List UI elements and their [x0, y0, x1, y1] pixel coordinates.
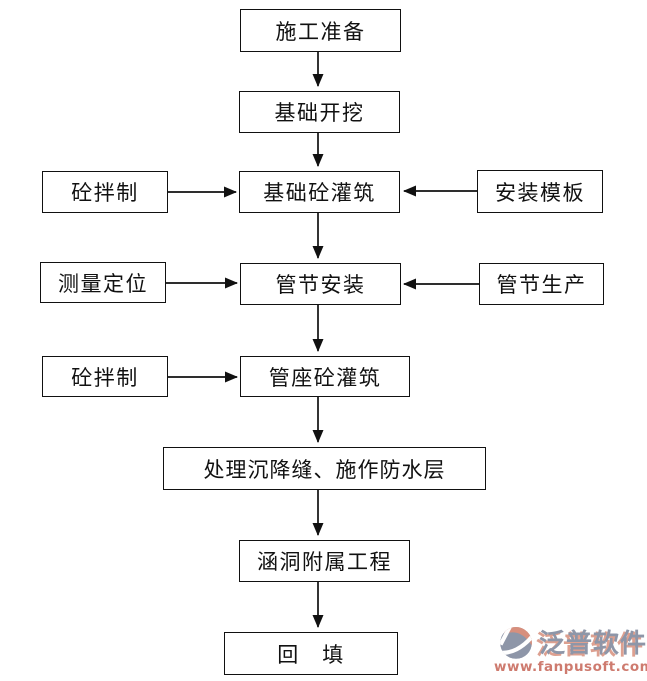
- flow-node-pipe-seat-concrete-pouring: 管座砼灌筑: [240, 356, 410, 397]
- node-label: 砼拌制: [71, 365, 139, 390]
- brand-watermark: 泛普软件 www.fanpusoft.com: [494, 625, 647, 677]
- node-label: 安装模板: [495, 180, 585, 205]
- flow-node-culvert-auxiliary-works: 涵洞附属工程: [239, 540, 410, 582]
- node-label: 测量定位: [58, 271, 148, 296]
- node-label: 基础开挖: [274, 101, 365, 125]
- node-label: 砼拌制: [71, 181, 139, 205]
- flow-node-construction-preparation: 施工准备: [240, 9, 401, 52]
- brand-url: www.fanpusoft.com: [494, 659, 647, 675]
- node-label: 涵洞附属工程: [257, 550, 392, 574]
- node-label: 管座砼灌筑: [268, 365, 382, 390]
- flow-node-survey-positioning: 测量定位: [40, 262, 166, 303]
- flow-node-pipe-section-production: 管节生产: [479, 263, 604, 305]
- node-label: 管节安装: [275, 273, 366, 297]
- node-label: 施工准备: [275, 19, 366, 44]
- fanpu-logo-icon: [500, 627, 532, 659]
- node-label: 管节生产: [496, 273, 587, 297]
- flow-node-backfill: 回 填: [224, 632, 398, 675]
- flow-node-formwork-installation: 安装模板: [477, 170, 603, 213]
- node-label: 回 填: [277, 642, 345, 667]
- flow-node-concrete-mixing-b: 砼拌制: [42, 356, 168, 397]
- flow-node-foundation-excavation: 基础开挖: [239, 91, 400, 133]
- flow-node-foundation-concrete-pouring: 基础砼灌筑: [239, 171, 400, 213]
- flow-node-settlement-joint-waterproof-layer: 处理沉降缝、施作防水层: [163, 447, 486, 490]
- flow-node-concrete-mixing-a: 砼拌制: [42, 171, 168, 213]
- brand-name: 泛普软件: [538, 628, 647, 659]
- node-label: 处理沉降缝、施作防水层: [203, 457, 446, 482]
- flow-node-pipe-section-installation: 管节安装: [240, 263, 401, 305]
- node-label: 基础砼灌筑: [263, 181, 376, 205]
